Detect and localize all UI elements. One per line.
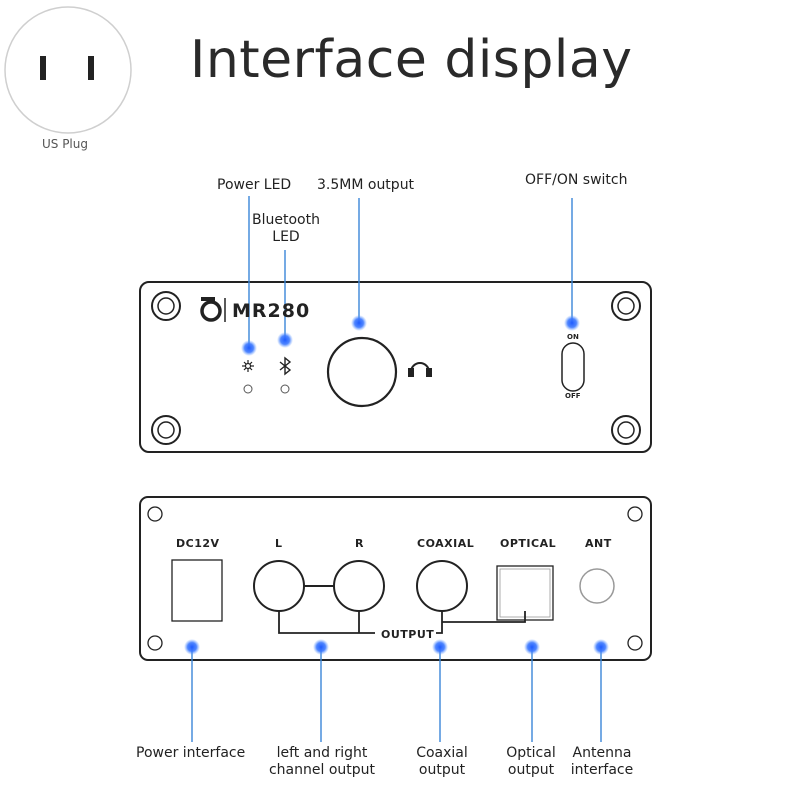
callout-coax-line1: Coaxial <box>416 745 468 761</box>
screw-icon <box>151 291 181 321</box>
callout-antenna-line1: Antenna <box>572 745 632 761</box>
label-ant: ANT <box>585 537 612 550</box>
label-optical: OPTICAL <box>500 537 557 550</box>
callout-lr-line2: channel output <box>268 762 376 778</box>
screw-hole-icon <box>627 635 643 651</box>
screw-icon <box>151 415 181 445</box>
label-coaxial: COAXIAL <box>417 537 475 550</box>
bluetooth-icon <box>279 356 292 376</box>
plug-caption: US Plug <box>41 137 88 151</box>
indicator-dot-icon <box>184 639 200 655</box>
indicator-dot-icon <box>432 639 448 655</box>
power-led-icon <box>243 384 253 394</box>
switch-on-label: ON <box>567 333 579 341</box>
callout-optical-output: Optical output <box>499 745 563 779</box>
indicator-dot-icon <box>524 639 540 655</box>
switch-off-label: OFF <box>565 392 581 400</box>
output-bracket <box>278 611 526 634</box>
callout-bluetooth-led: Bluetooth LED <box>245 212 327 246</box>
volume-knob-icon <box>326 336 398 408</box>
screw-icon <box>611 415 641 445</box>
us-plug-icon <box>4 6 132 134</box>
power-switch-icon <box>561 342 585 392</box>
headphone-icon <box>408 362 432 377</box>
callout-lines <box>191 196 602 742</box>
screw-hole-icon <box>627 506 643 522</box>
label-right: R <box>355 537 364 550</box>
callout-switch: OFF/ON switch <box>525 172 628 188</box>
coaxial-jack-icon <box>416 560 468 612</box>
brand-name: MR280 <box>232 300 311 322</box>
callout-optical-line2: output <box>507 762 555 778</box>
page-title: Interface display <box>190 30 633 90</box>
screw-hole-icon <box>147 635 163 651</box>
callout-lr-output: left and right channel output <box>262 745 382 779</box>
bluetooth-led-icon <box>280 384 290 394</box>
indicator-dot-icon <box>277 332 293 348</box>
screw-icon <box>611 291 641 321</box>
front-panel <box>139 281 652 453</box>
callout-antenna-interface: Antenna interface <box>566 745 638 779</box>
label-output: OUTPUT <box>379 628 437 641</box>
indicator-glows <box>184 315 609 655</box>
brand-logo-icon <box>200 297 226 322</box>
label-dc12v: DC12V <box>176 537 220 550</box>
rca-right-icon <box>333 560 385 612</box>
indicator-dot-icon <box>313 639 329 655</box>
indicator-dot-icon <box>241 340 257 356</box>
callout-lr-line1: left and right <box>276 745 368 761</box>
antenna-jack-icon <box>579 568 615 604</box>
indicator-dot-icon <box>593 639 609 655</box>
callout-power-interface: Power interface <box>136 745 246 761</box>
indicator-dot-icon <box>351 315 367 331</box>
callout-coax-line2: output <box>418 762 466 778</box>
power-led-symbol-icon <box>242 360 254 372</box>
rca-left-icon <box>253 560 305 612</box>
callout-power-led: Power LED <box>217 177 292 193</box>
screw-hole-icon <box>147 506 163 522</box>
callout-coaxial-output: Coaxial output <box>410 745 474 779</box>
indicator-dot-icon <box>564 315 580 331</box>
callout-bluetooth-led-line2: LED <box>272 229 300 245</box>
callout-optical-line1: Optical <box>506 745 556 761</box>
callout-35mm-output: 3.5MM output <box>317 177 415 193</box>
label-left: L <box>275 537 283 550</box>
rear-panel <box>139 496 652 661</box>
callout-bluetooth-led-line1: Bluetooth <box>252 212 320 228</box>
callout-antenna-line2: interface <box>570 762 634 778</box>
dc-jack-icon <box>171 559 223 622</box>
